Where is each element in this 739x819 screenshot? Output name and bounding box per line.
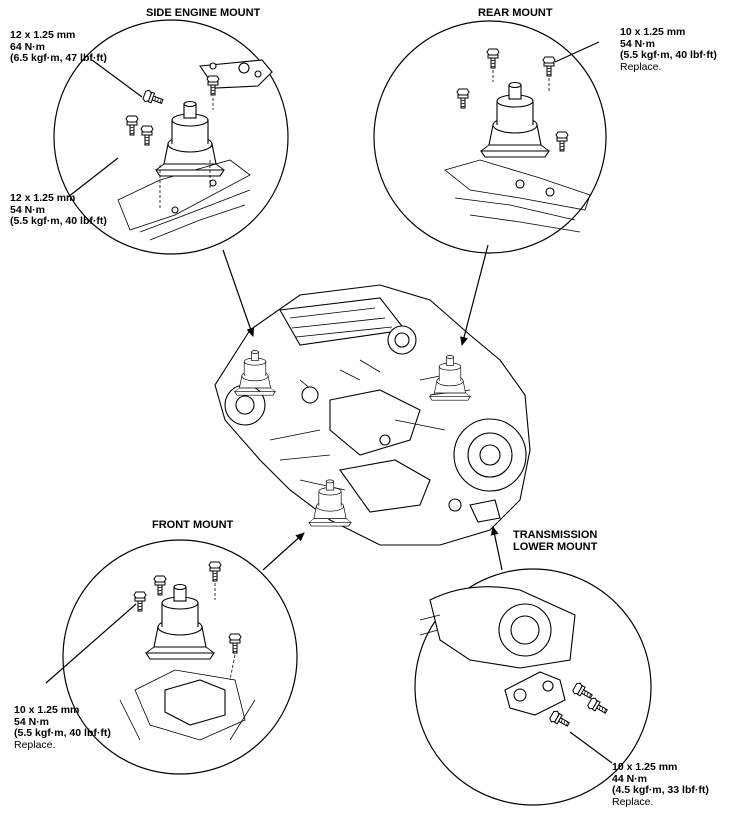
front-mount-title: FRONT MOUNT: [152, 519, 234, 531]
side-engine-mount-detail: [53, 19, 289, 255]
bolt-icon: [555, 131, 569, 152]
transmission-lower-mount-detail: [414, 568, 652, 806]
rear-mount-icon: [480, 81, 550, 158]
replace-note: Replace.: [620, 60, 662, 73]
bolt-icon: [125, 115, 139, 136]
torque-nm: 54 N·m: [10, 203, 46, 216]
bolt-icon: [571, 681, 595, 703]
bolt-icon: [133, 591, 147, 612]
transmission-lower-mount-title-line1: TRANSMISSION: [513, 529, 598, 541]
side-engine-mount-upper-spec: 12 x 1.25 mm 64 N·m (6.5 kgf·m, 47 lbf·f…: [10, 29, 107, 65]
transmission-lower-mount-icon: [504, 671, 566, 716]
engine-assembly-icon: [214, 284, 531, 546]
bolt-size: 10 x 1.25 mm: [14, 704, 80, 716]
torque-alt: (4.5 kgf·m, 33 lbf·ft): [612, 784, 709, 796]
replace-note: Replace.: [612, 795, 654, 808]
front-mount-arrow: [262, 532, 305, 571]
side-mount-arrow: [222, 249, 255, 337]
torque-alt: (5.5 kgf·m, 40 lbf·ft): [14, 727, 111, 739]
torque-alt: (5.5 kgf·m, 40 lbf·ft): [620, 49, 717, 61]
transmission-lower-mount-title: TRANSMISSION LOWER MOUNT: [513, 529, 597, 553]
torque-nm: 54 N·m: [620, 37, 656, 50]
bolt-icon: [140, 125, 154, 146]
bolt-size: 12 x 1.25 mm: [10, 192, 76, 204]
bolt-size: 10 x 1.25 mm: [612, 761, 678, 773]
rear-mount-detail: [373, 20, 607, 254]
replace-note: Replace.: [14, 738, 56, 751]
bolt-icon: [206, 75, 220, 96]
transmission-mount-arrow: [490, 526, 503, 571]
torque-nm: 64 N·m: [10, 40, 46, 53]
torque-nm: 44 N·m: [612, 772, 648, 785]
torque-nm: 54 N·m: [14, 715, 50, 728]
bolt-icon: [486, 48, 500, 69]
front-mount-spec: 10 x 1.25 mm 54 N·m (5.5 kgf·m, 40 lbf·f…: [14, 704, 111, 751]
bolt-icon: [208, 561, 222, 582]
bolt-icon: [141, 88, 165, 108]
bolt-icon: [228, 633, 242, 654]
rear-mount-spec: 10 x 1.25 mm 54 N·m (5.5 kgf·m, 40 lbf·f…: [620, 26, 717, 73]
bolt-size: 12 x 1.25 mm: [10, 29, 76, 41]
front-mount-detail: [45, 539, 298, 775]
rear-mount-title: REAR MOUNT: [478, 7, 553, 19]
torque-alt: (5.5 kgf·m, 40 lbf·ft): [10, 215, 107, 227]
bolt-icon: [153, 575, 167, 596]
bolt-icon: [542, 56, 556, 77]
bolt-icon: [548, 709, 572, 731]
transmission-case-icon: [419, 586, 576, 669]
transmission-lower-mount-title-line2: LOWER MOUNT: [513, 541, 598, 553]
side-engine-mount-lower-spec: 12 x 1.25 mm 54 N·m (5.5 kgf·m, 40 lbf·f…: [10, 192, 107, 228]
front-mount-chassis-icon: [119, 669, 256, 741]
front-mount-icon: [145, 583, 215, 660]
torque-alt: (6.5 kgf·m, 47 lbf·ft): [10, 52, 107, 64]
bolt-icon: [456, 88, 470, 109]
rear-mount-chassis-icon: [444, 159, 591, 233]
bolt-size: 10 x 1.25 mm: [620, 26, 686, 38]
bolt-icon: [586, 696, 610, 718]
transmission-lower-mount-spec: 10 x 1.25 mm 44 N·m (4.5 kgf·m, 33 lbf·f…: [612, 761, 709, 808]
rear-mount-arrow: [460, 244, 489, 346]
side-engine-mount-title: SIDE ENGINE MOUNT: [146, 7, 261, 19]
